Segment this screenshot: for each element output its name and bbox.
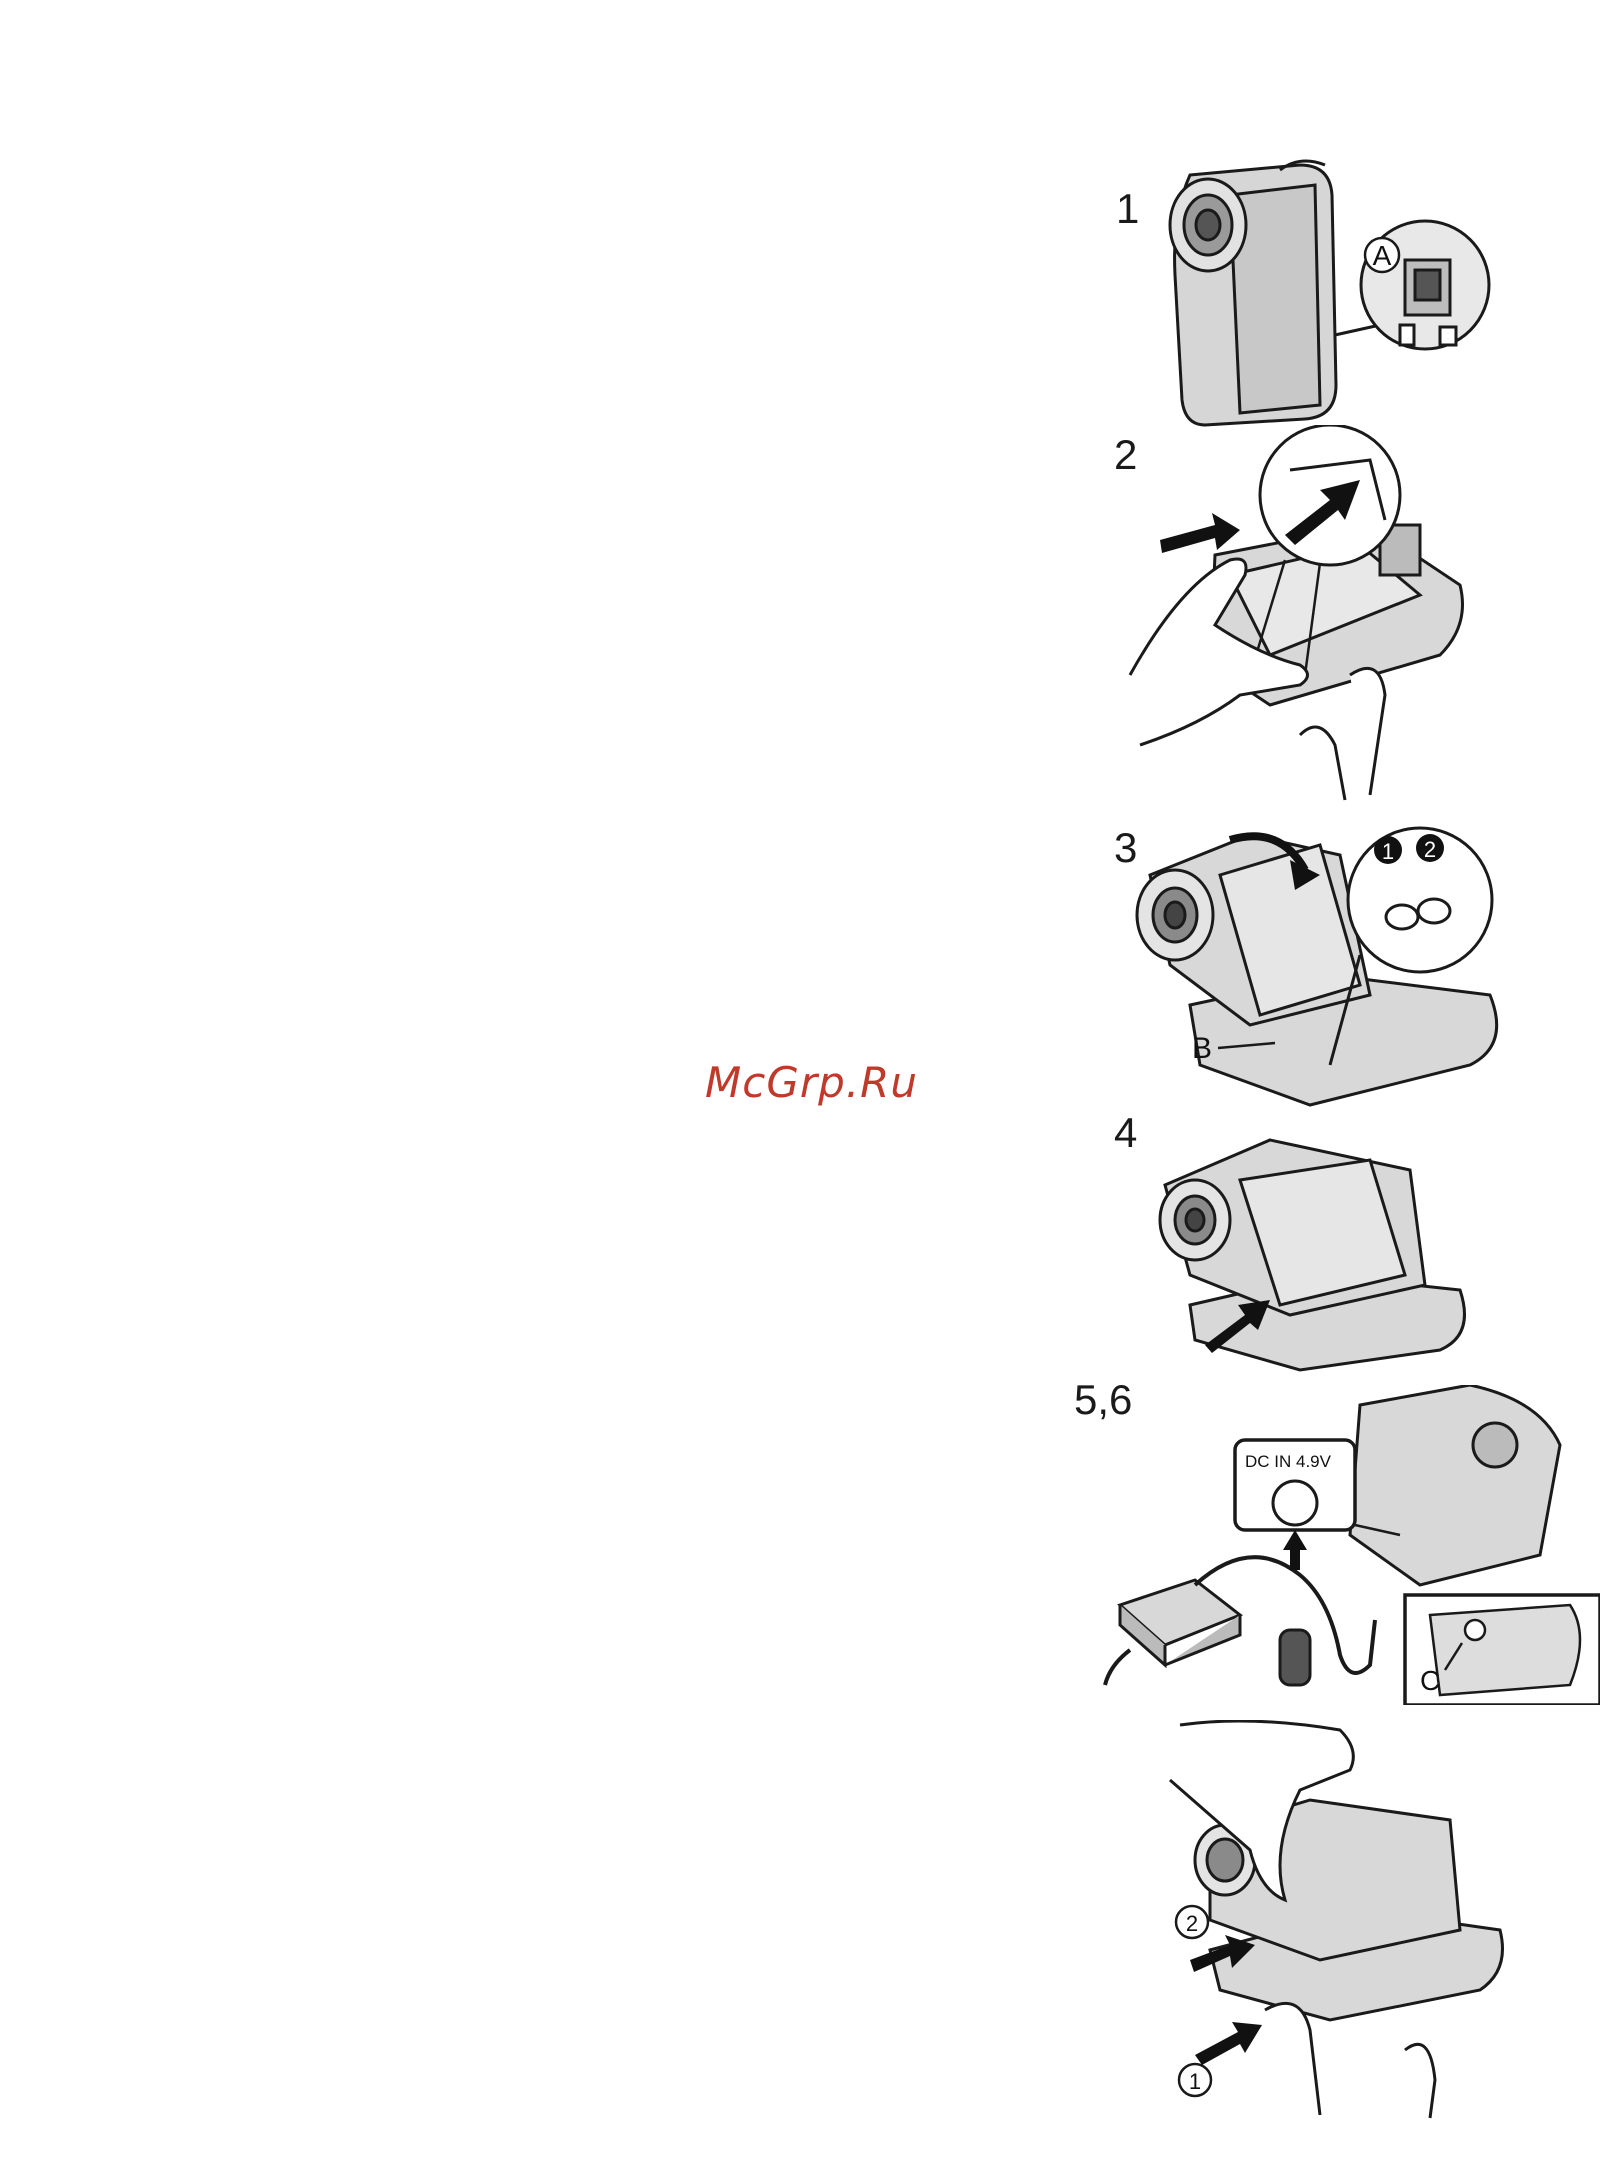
label-a: A [1373,240,1392,271]
step-number-1: 1 [1116,188,1139,230]
figure-camcorder-inset-a: A [1160,155,1500,430]
figure-remove-camcorder: 2 1 [1150,1720,1510,2120]
label-c: C [1420,1665,1440,1696]
watermark: McGrp.Ru [705,1058,918,1107]
label-b: B [1192,1032,1212,1065]
dc-in-label: DC IN 4.9V [1245,1452,1332,1471]
circled-step-1: 1 [1189,2069,1201,2094]
circled-step-2: 2 [1186,1911,1198,1936]
inset-marker-1: 1 [1382,839,1394,864]
figure-camcorder-seated [1150,1125,1480,1375]
figure-camcorder-on-charger: 1 2 B [1130,815,1510,1115]
figure-ac-adaptor: DC IN 4.9V C [1100,1385,1600,1705]
figure-charger-cover [1120,425,1480,805]
step-number-4: 4 [1114,1112,1137,1154]
inset-marker-2: 2 [1424,837,1436,862]
